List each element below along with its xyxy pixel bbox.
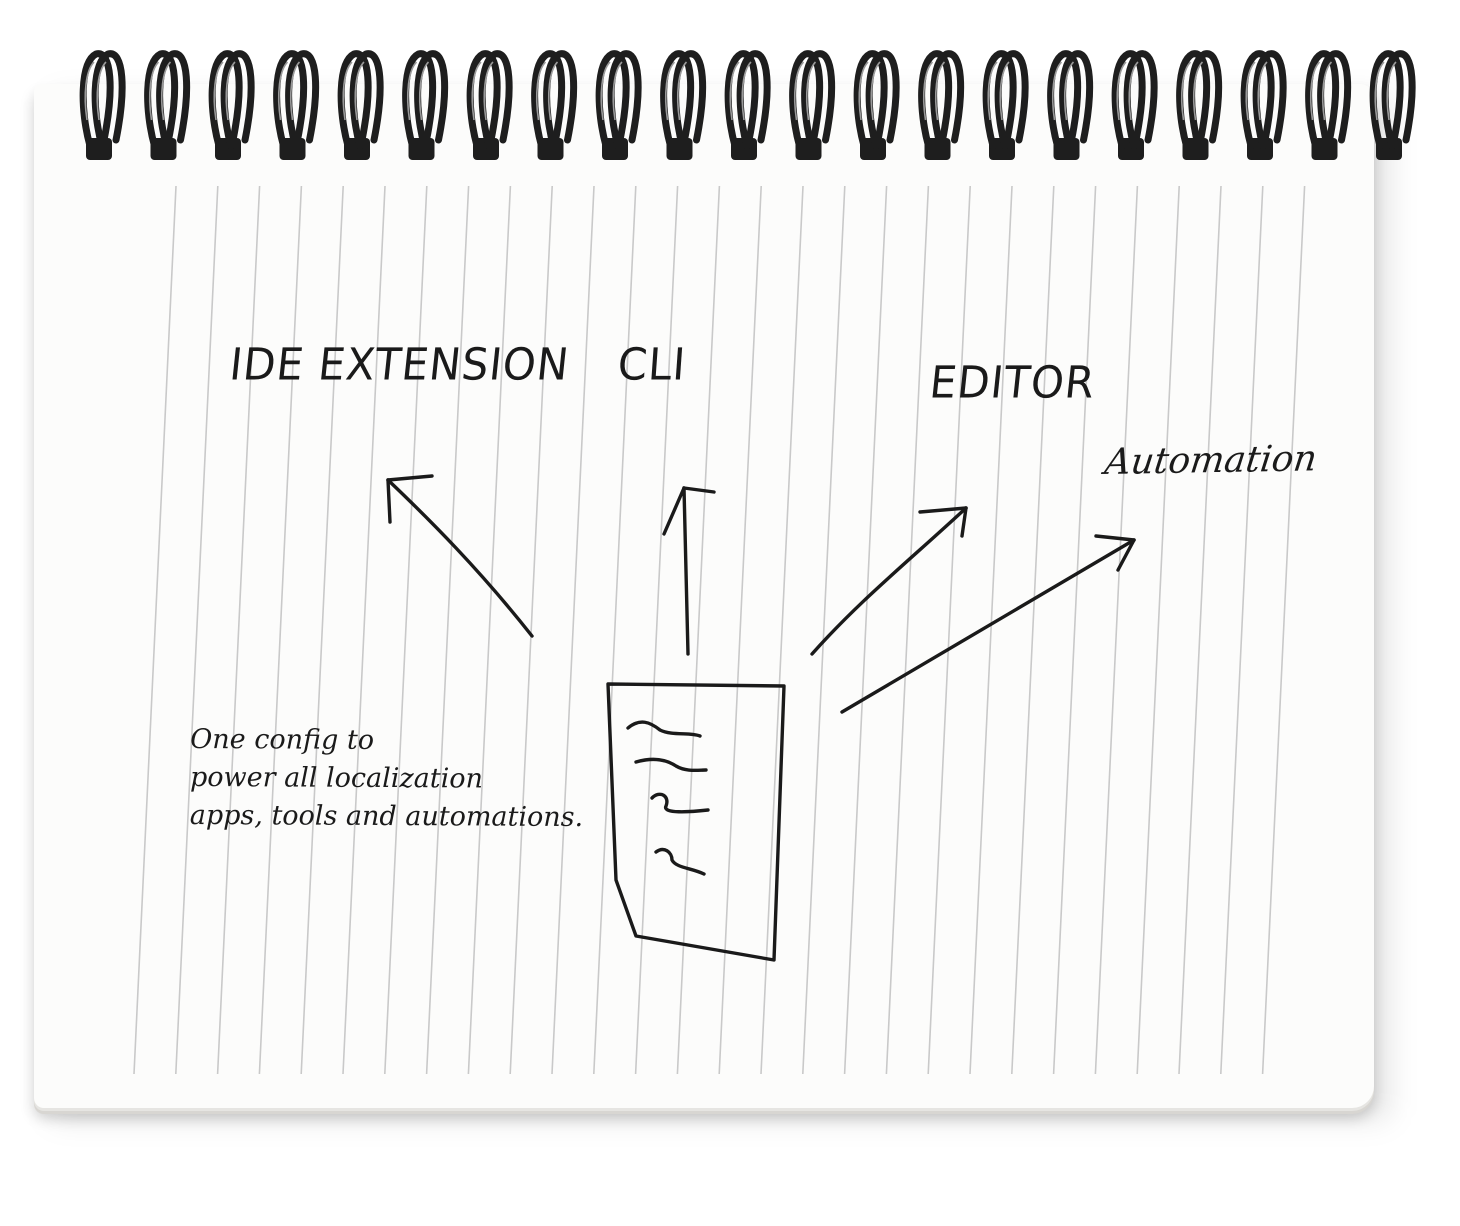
spiral-ring bbox=[789, 50, 836, 160]
label-ide-extension: IDE EXTENSION bbox=[227, 338, 573, 391]
ruled-line bbox=[927, 185, 971, 1075]
ruled-line bbox=[258, 185, 303, 1075]
ruled-line bbox=[1011, 185, 1055, 1075]
config-note: One config to power all localization app… bbox=[190, 721, 584, 837]
ruled-line bbox=[634, 185, 679, 1075]
label-cli: CLI bbox=[616, 338, 688, 391]
ruled-line bbox=[760, 185, 804, 1075]
spiral-ring bbox=[273, 50, 320, 160]
spiral-ring bbox=[1240, 50, 1287, 160]
spiral-ring bbox=[1305, 50, 1352, 160]
notebook-page bbox=[34, 84, 1374, 1108]
note-line-2: power all localization bbox=[189, 761, 483, 795]
spiral-ring bbox=[1369, 50, 1416, 160]
ruled-line bbox=[676, 185, 721, 1075]
spiral-ring bbox=[466, 50, 513, 160]
ruled-line bbox=[175, 185, 219, 1075]
label-editor: EDITOR bbox=[927, 356, 1098, 409]
ruled-line bbox=[551, 185, 595, 1075]
ruled-line bbox=[425, 185, 470, 1075]
ruled-lines bbox=[133, 185, 1306, 1075]
ruled-line bbox=[969, 185, 1013, 1075]
arrow-to-automation bbox=[840, 534, 1136, 714]
ruled-line bbox=[1261, 185, 1306, 1075]
spiral-ring bbox=[1047, 50, 1094, 160]
ruled-line bbox=[1136, 185, 1180, 1075]
spiral-ring bbox=[660, 50, 707, 160]
ruled-line bbox=[885, 185, 930, 1075]
spiral-ring bbox=[1176, 50, 1223, 160]
spiral-ring bbox=[144, 50, 191, 160]
note-line-1: One config to bbox=[190, 723, 375, 756]
ruled-line bbox=[216, 185, 261, 1075]
ruled-line bbox=[342, 185, 386, 1075]
spiral-ring bbox=[208, 50, 255, 160]
ruled-line bbox=[593, 185, 637, 1075]
spiral-ring bbox=[531, 50, 578, 160]
ruled-line bbox=[1094, 185, 1139, 1075]
ruled-line bbox=[384, 185, 428, 1075]
spiral-ring bbox=[1111, 50, 1158, 160]
ruled-line bbox=[467, 185, 512, 1075]
note-line-3: apps, tools and automations. bbox=[189, 799, 584, 834]
ruled-line bbox=[300, 185, 344, 1075]
spiral-ring bbox=[982, 50, 1029, 160]
spiral-ring bbox=[724, 50, 771, 160]
arrow-to-cli bbox=[662, 486, 716, 656]
spiral-ring bbox=[337, 50, 384, 160]
ruled-line bbox=[1178, 185, 1222, 1075]
spiral-ring bbox=[595, 50, 642, 160]
ruled-line bbox=[509, 185, 553, 1075]
spiral-ring bbox=[402, 50, 449, 160]
arrow-to-ide-extension bbox=[386, 474, 534, 638]
ruled-line bbox=[1052, 185, 1097, 1075]
ruled-line bbox=[718, 185, 762, 1075]
ruled-line bbox=[133, 185, 177, 1075]
label-automation: Automation bbox=[1102, 438, 1320, 484]
ruled-line bbox=[1220, 185, 1264, 1075]
spiral-ring bbox=[918, 50, 965, 160]
arrow-to-editor bbox=[810, 506, 968, 656]
spiral-ring bbox=[79, 50, 126, 160]
ruled-line bbox=[843, 185, 888, 1075]
config-file-icon bbox=[606, 682, 786, 962]
spiral-ring bbox=[853, 50, 900, 160]
spiral-binding bbox=[79, 50, 1416, 160]
ruled-line bbox=[802, 185, 846, 1075]
